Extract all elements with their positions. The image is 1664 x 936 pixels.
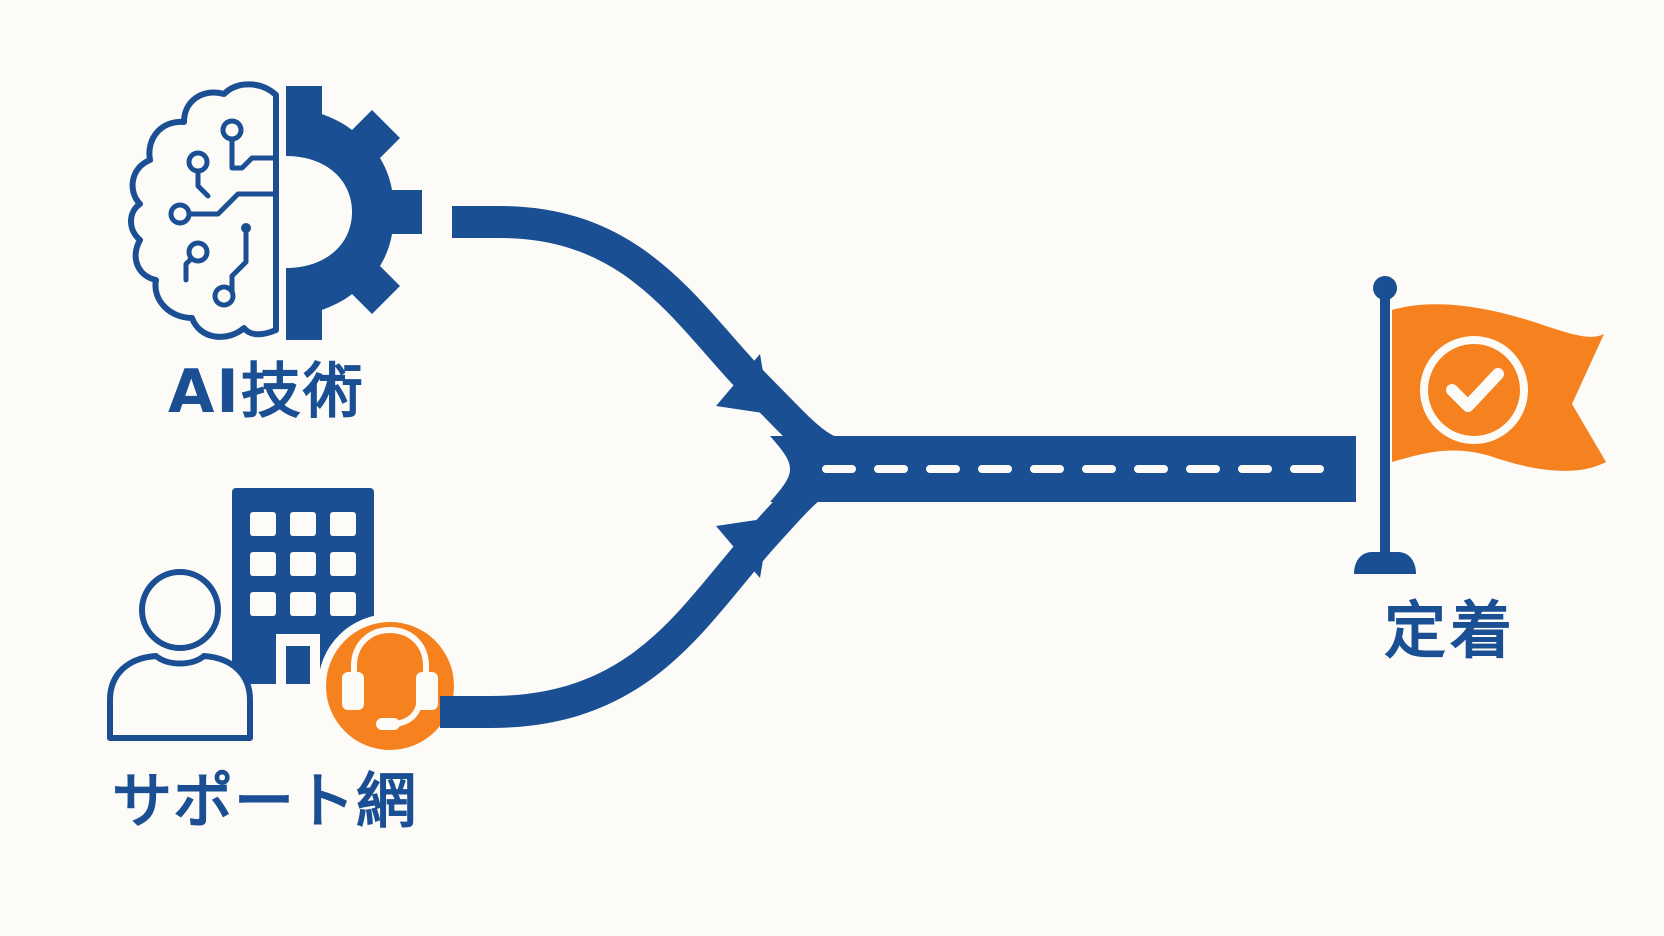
flagpole-knob [1373,276,1397,300]
checkmark-icon [1446,368,1504,412]
headset-badge [318,614,462,758]
ai-technology-label: AI技術 [168,357,365,427]
flag-checkmark-icon [1354,276,1606,574]
flagpole [1380,296,1390,554]
road-from-ai [452,206,852,472]
road-from-support [440,454,852,728]
building-shape [232,488,374,684]
support-network-label: サポート網 [112,767,417,837]
arrowhead-bottom [716,518,770,578]
goal-label: 定着 [1384,594,1517,667]
person-shape [107,569,253,741]
merging-roads [440,206,1356,728]
arrowhead-top [716,354,770,414]
flagpole-base [1354,552,1416,574]
brain-outline [128,81,279,340]
gear-shape [286,86,422,340]
brain-gear-icon [128,81,422,340]
person-building-headset-icon [107,488,462,758]
checkmark-ring [1420,336,1528,444]
